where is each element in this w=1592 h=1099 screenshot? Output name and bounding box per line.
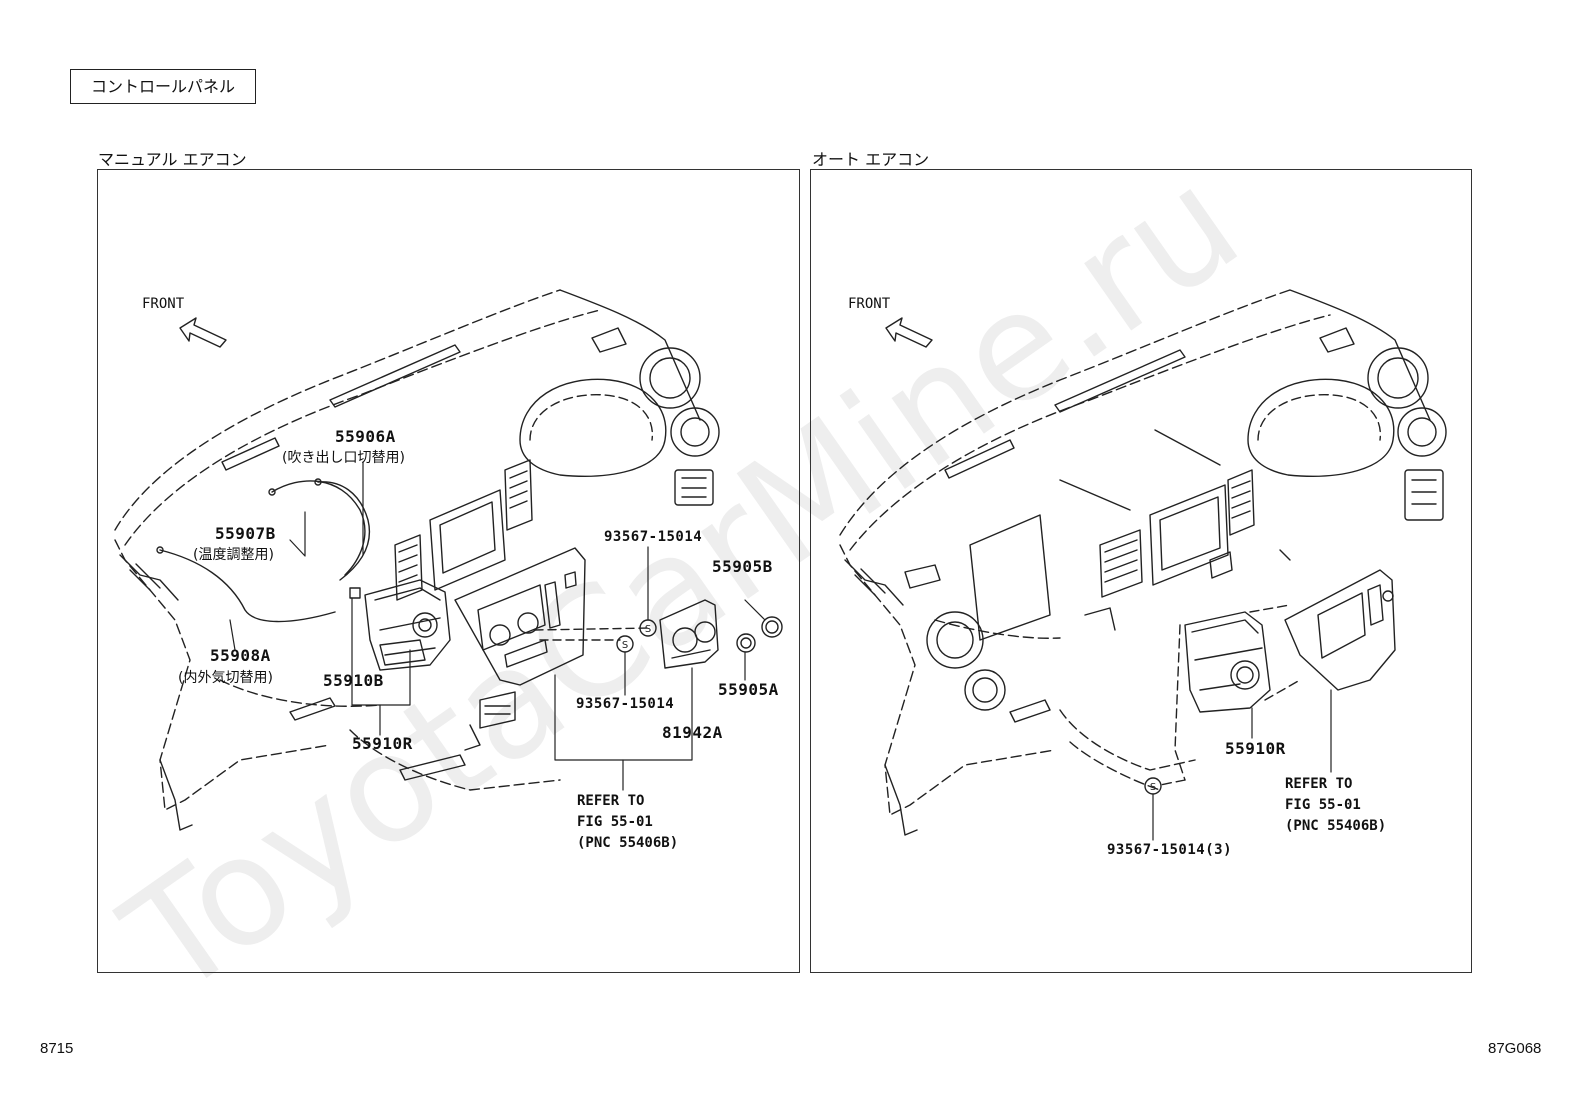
screw-mark-1: S — [645, 624, 651, 635]
refer-note-auto: REFER TO FIG 55-01 (PNC 55406B) — [1285, 776, 1387, 834]
figure-code-right: 87G068 — [1488, 1040, 1542, 1057]
refer-note-manual: REFER TO FIG 55-01 (PNC 55406B) — [577, 793, 679, 851]
front-label-manual: FRONT — [142, 296, 185, 312]
part-55908A-note: (内外気切替用) — [178, 670, 273, 686]
part-55907B-note: (温度調整用) — [193, 547, 274, 563]
part-55910R-auto: 55910R — [1225, 739, 1286, 758]
part-55905A: 55905A — [718, 680, 779, 699]
part-93567-15014-qty3: 93567-15014(3) — [1107, 842, 1233, 858]
dashboard-auto-drawing — [839, 289, 1447, 836]
diagram-title: コントロールパネル — [70, 69, 256, 104]
part-81942A: 81942A — [662, 723, 723, 742]
part-55906A: 55906A — [335, 427, 396, 446]
part-93567-15014-top: 93567-15014 — [604, 529, 703, 545]
part-55905B: 55905B — [712, 557, 773, 576]
part-55906A-note: (吹き出し口切替用) — [282, 450, 405, 466]
page-code-left: 8715 — [40, 1040, 74, 1057]
screw-mark-3: S — [1150, 782, 1156, 793]
panel-manual-ac — [97, 169, 800, 973]
part-55908A: 55908A — [210, 646, 271, 665]
part-55910B: 55910B — [323, 671, 384, 690]
part-93567-15014-bottom: 93567-15014 — [576, 696, 675, 712]
part-55907B: 55907B — [215, 524, 276, 543]
part-55910R-manual: 55910R — [352, 734, 413, 753]
front-label-auto: FRONT — [848, 296, 891, 312]
panel-title-manual-ac: マニュアル エアコン — [98, 150, 247, 169]
front-arrow-icon — [179, 317, 227, 348]
dashboard-manual-drawing — [114, 289, 783, 831]
screw-mark-2: S — [622, 640, 628, 651]
panel-title-auto-ac: オート エアコン — [812, 150, 930, 169]
panel-auto-ac — [810, 169, 1472, 973]
front-arrow-icon-2 — [885, 317, 933, 348]
